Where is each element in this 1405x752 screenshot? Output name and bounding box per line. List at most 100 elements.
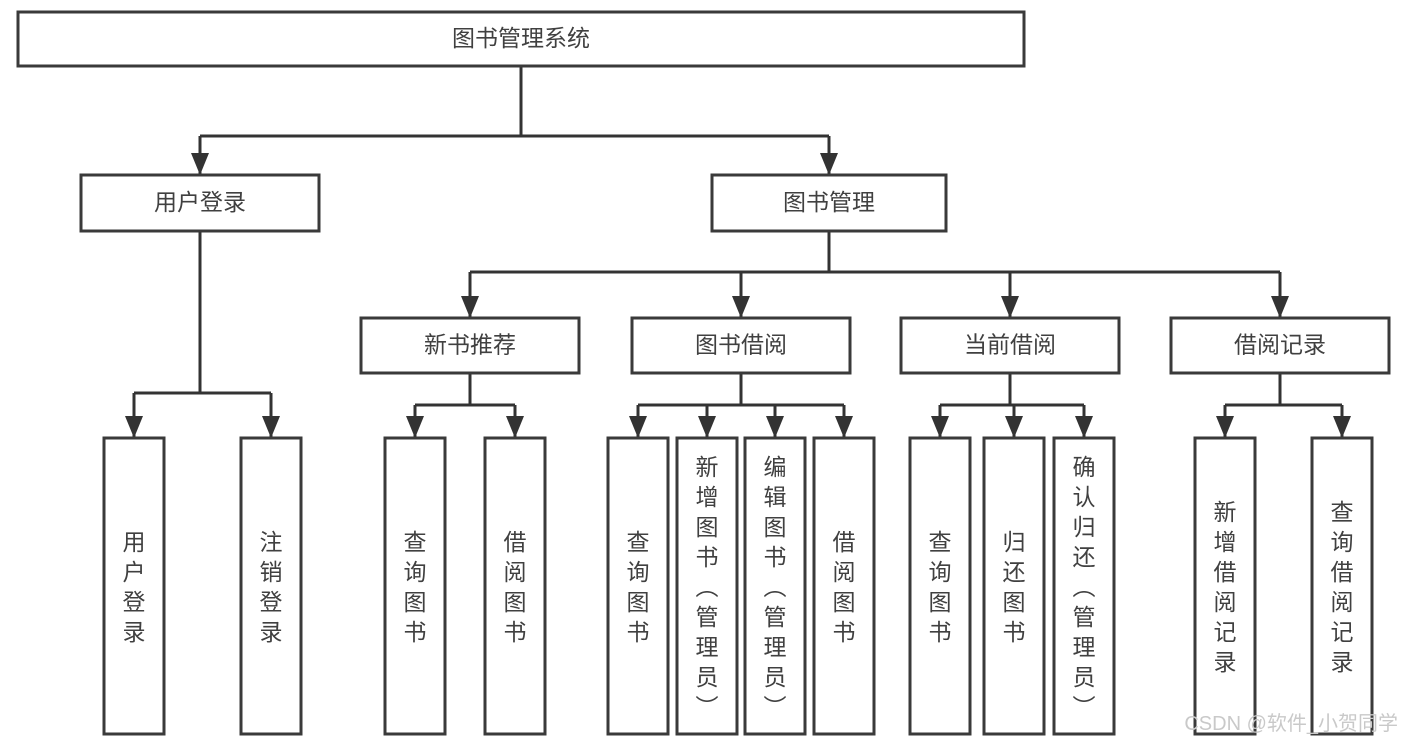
node-label-leaf-confirm-return-char-0: 确 <box>1073 454 1096 480</box>
arrow-head-icon <box>125 416 143 438</box>
node-label-leaf-logout-char-2: 登 <box>260 589 283 615</box>
node-box-current-borrow <box>899 316 1121 375</box>
node-label-leaf-query-book-3-char-2: 图 <box>929 589 952 615</box>
node-label-leaf-query-book-2-char-3: 书 <box>627 619 650 645</box>
arrow-head-icon <box>931 416 949 438</box>
node-label-leaf-add-book-char-2: 图 <box>696 514 719 540</box>
arrow-head-icon <box>820 153 838 175</box>
node-label-leaf-query-borrow-record-char-5: 录 <box>1331 649 1354 675</box>
node-label-leaf-logout-char-3: 录 <box>260 619 283 645</box>
node-box-root <box>16 10 1026 68</box>
node-label-leaf-query-borrow-record-char-4: 记 <box>1331 619 1354 645</box>
node-box-leaf-edit-book <box>743 436 807 736</box>
arrow-head-icon <box>191 153 209 175</box>
node-label-leaf-query-book-2-char-0: 查 <box>627 529 650 555</box>
node-label-leaf-logout-char-1: 销 <box>260 559 283 585</box>
node-label-leaf-query-book-3-char-0: 查 <box>929 529 952 555</box>
node-box-leaf-query-book-1 <box>383 436 447 736</box>
node-label-leaf-add-book-char-4: ︵ <box>696 574 719 600</box>
node-label-leaf-add-book-char-7: 员 <box>696 664 719 690</box>
node-label-leaf-add-borrow-record-char-4: 记 <box>1214 619 1237 645</box>
node-label-leaf-confirm-return-char-7: 员 <box>1073 664 1096 690</box>
node-book-management[interactable]: 图书管理 <box>710 173 948 233</box>
node-label-leaf-query-borrow-record-char-1: 询 <box>1331 529 1354 555</box>
node-label-leaf-query-book-2-char-2: 图 <box>627 589 650 615</box>
node-user-login[interactable]: 用户登录 <box>79 173 321 233</box>
node-label-leaf-borrow-book-2-char-3: 书 <box>833 619 856 645</box>
node-label-leaf-add-borrow-record-char-2: 借 <box>1214 559 1237 585</box>
node-label-borrow-record: 借阅记录 <box>1234 332 1326 358</box>
node-label-leaf-edit-book-char-4: ︵ <box>764 574 787 600</box>
node-label-leaf-add-book-char-8: ︶ <box>696 694 719 720</box>
node-label-leaf-edit-book-char-5: 管 <box>764 604 787 630</box>
node-box-user-login <box>79 173 321 233</box>
node-box-leaf-query-book-2 <box>606 436 670 736</box>
node-label-leaf-add-book-char-0: 新 <box>696 454 719 480</box>
node-label-leaf-return-book-char-1: 还 <box>1003 559 1026 585</box>
node-label-leaf-borrow-book-2-char-2: 图 <box>833 589 856 615</box>
node-label-leaf-confirm-return-char-8: ︶ <box>1073 694 1096 720</box>
node-current-borrow[interactable]: 当前借阅 <box>899 316 1121 375</box>
watermark-label: CSDN @软件_小贺同学 <box>1184 712 1398 735</box>
node-leaf-user-login[interactable]: 用户登录 <box>102 436 166 736</box>
node-box-book-borrow <box>630 316 852 375</box>
arrow-head-icon <box>766 416 784 438</box>
node-label-leaf-borrow-book-2-char-0: 借 <box>833 529 856 555</box>
node-root[interactable]: 图书管理系统 <box>16 10 1026 68</box>
node-borrow-record[interactable]: 借阅记录 <box>1169 316 1391 375</box>
arrow-head-icon <box>1271 296 1289 318</box>
node-label-leaf-add-book-char-1: 增 <box>696 484 719 510</box>
arrow-head-icon <box>1333 416 1351 438</box>
node-label-leaf-query-book-1-char-1: 询 <box>404 559 427 585</box>
node-box-leaf-return-book <box>982 436 1046 736</box>
node-label-leaf-borrow-book-2-char-1: 阅 <box>833 559 856 585</box>
node-label-leaf-return-book-char-3: 书 <box>1003 619 1026 645</box>
node-label-leaf-confirm-return-char-1: 认 <box>1073 484 1096 510</box>
node-box-leaf-borrow-book-1 <box>483 436 547 736</box>
node-label-leaf-query-borrow-record-char-3: 阅 <box>1331 589 1354 615</box>
node-label-leaf-borrow-book-1-char-3: 书 <box>504 619 527 645</box>
node-label-leaf-edit-book-char-7: 员 <box>764 664 787 690</box>
node-label-leaf-return-book-char-2: 图 <box>1003 589 1026 615</box>
arrow-head-icon <box>732 296 750 318</box>
node-label-leaf-user-login-char-0: 用 <box>123 529 146 555</box>
node-box-leaf-query-book-3 <box>908 436 972 736</box>
node-label-leaf-borrow-book-1-char-2: 图 <box>504 589 527 615</box>
arrow-head-icon <box>629 416 647 438</box>
node-label-leaf-logout-char-0: 注 <box>260 529 283 555</box>
arrow-head-icon <box>506 416 524 438</box>
arrow-head-icon <box>1216 416 1234 438</box>
node-label-leaf-confirm-return-char-2: 归 <box>1073 514 1096 540</box>
node-label-new-book-recommend: 新书推荐 <box>424 332 516 358</box>
node-label-leaf-borrow-book-1-char-1: 阅 <box>504 559 527 585</box>
node-label-leaf-confirm-return-char-5: 管 <box>1073 604 1096 630</box>
node-label-book-management: 图书管理 <box>783 189 875 215</box>
node-label-leaf-add-borrow-record-char-3: 阅 <box>1214 589 1237 615</box>
node-box-leaf-add-book <box>675 436 739 736</box>
node-label-leaf-edit-book-char-6: 理 <box>764 634 787 660</box>
arrow-head-icon <box>1005 416 1023 438</box>
arrow-head-icon <box>461 296 479 318</box>
node-label-leaf-user-login-char-2: 登 <box>123 589 146 615</box>
node-label-leaf-borrow-book-1-char-0: 借 <box>504 529 527 555</box>
node-label-leaf-add-book-char-5: 管 <box>696 604 719 630</box>
node-label-leaf-edit-book-char-2: 图 <box>764 514 787 540</box>
node-label-leaf-edit-book-char-0: 编 <box>764 454 787 480</box>
node-new-book-recommend[interactable]: 新书推荐 <box>359 316 581 375</box>
node-box-leaf-user-login <box>102 436 166 736</box>
node-book-borrow[interactable]: 图书借阅 <box>630 316 852 375</box>
node-box-borrow-record <box>1169 316 1391 375</box>
